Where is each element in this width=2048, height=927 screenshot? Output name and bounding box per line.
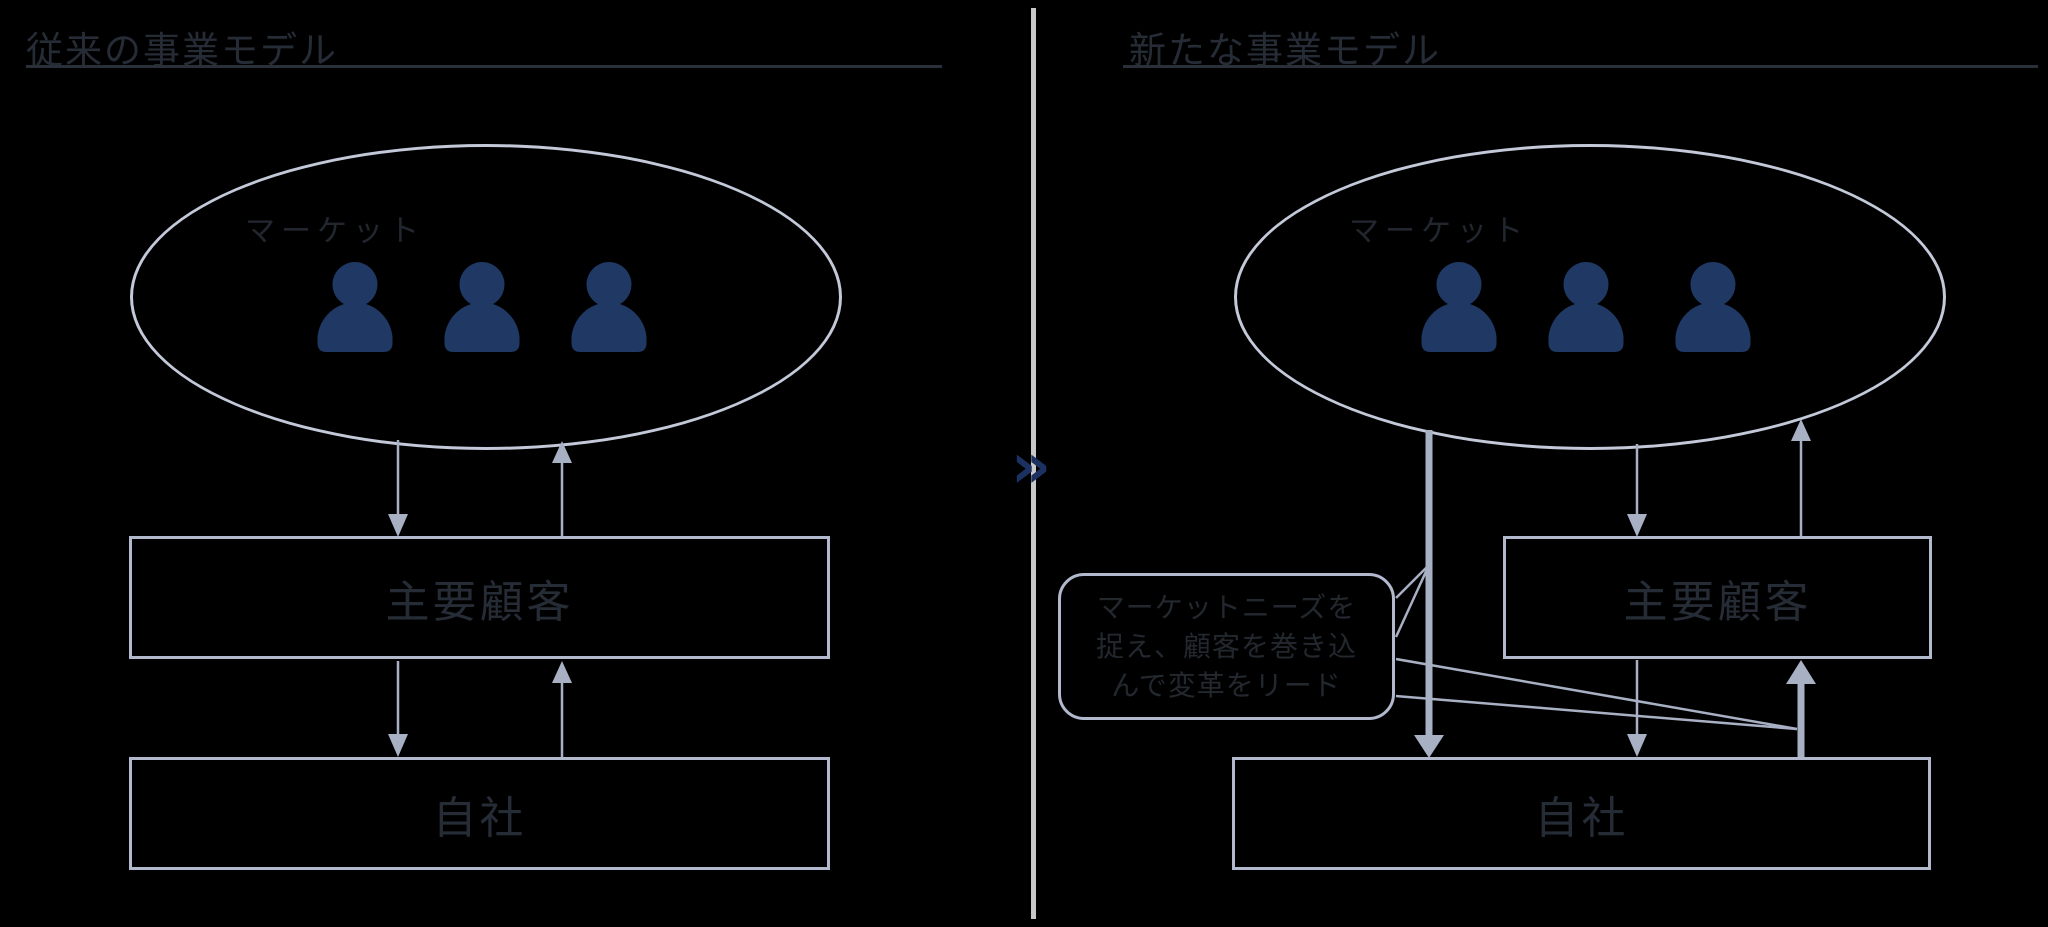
person-icon xyxy=(1668,262,1758,352)
customers-box-right-label: 主要顧客 xyxy=(1623,576,1812,628)
left-panel-title: 従来の事業モデル xyxy=(26,29,338,72)
arrow-customers-to-market-right xyxy=(1791,419,1811,536)
arrow-market-to-customers-right xyxy=(1627,444,1647,537)
person-icon xyxy=(564,262,654,352)
chevron-right-icon: » xyxy=(1010,429,1052,502)
market-ellipse-right xyxy=(1234,144,1946,450)
person-icon xyxy=(437,262,527,352)
right-panel-title: 新たな事業モデル xyxy=(1129,29,1441,72)
arrow-market-to-customers-left xyxy=(388,440,408,537)
person-icon xyxy=(1541,262,1631,352)
callout-text-line: んで変革をリード xyxy=(1111,669,1342,702)
arrow-company-to-customers-left xyxy=(552,661,572,757)
company-box-right-label: 自社 xyxy=(1534,792,1629,844)
company-box-left: 自社 xyxy=(129,757,830,870)
callout-box: マーケットニーズを 捉え、顧客を巻き込 んで変革をリード xyxy=(1058,573,1395,720)
arrow-customers-to-company-right xyxy=(1627,660,1647,757)
customers-box-left-label: 主要顧客 xyxy=(385,576,574,628)
customers-box-left: 主要顧客 xyxy=(129,536,830,659)
market-label-left: マーケット xyxy=(245,214,425,249)
callout-text-line: 捉え、顧客を巻き込 xyxy=(1095,630,1357,663)
person-icon xyxy=(1414,262,1504,352)
left-title-underline xyxy=(26,65,942,68)
panel-divider-line xyxy=(1031,8,1036,919)
arrow-market-to-company-right-thick xyxy=(1414,430,1444,758)
arrow-customers-to-market-left xyxy=(552,441,572,536)
arrow-customers-to-company-left xyxy=(388,661,408,757)
callout-text-line: マーケットニーズを xyxy=(1096,591,1357,624)
person-icon xyxy=(310,262,400,352)
market-label-right: マーケット xyxy=(1349,214,1529,249)
company-box-left-label: 自社 xyxy=(432,792,527,844)
right-title-underline xyxy=(1123,65,2038,68)
market-ellipse-left xyxy=(130,144,842,450)
arrow-company-to-customers-right-thick xyxy=(1786,660,1816,757)
customers-box-right: 主要顧客 xyxy=(1503,536,1932,659)
company-box-right: 自社 xyxy=(1232,757,1931,870)
